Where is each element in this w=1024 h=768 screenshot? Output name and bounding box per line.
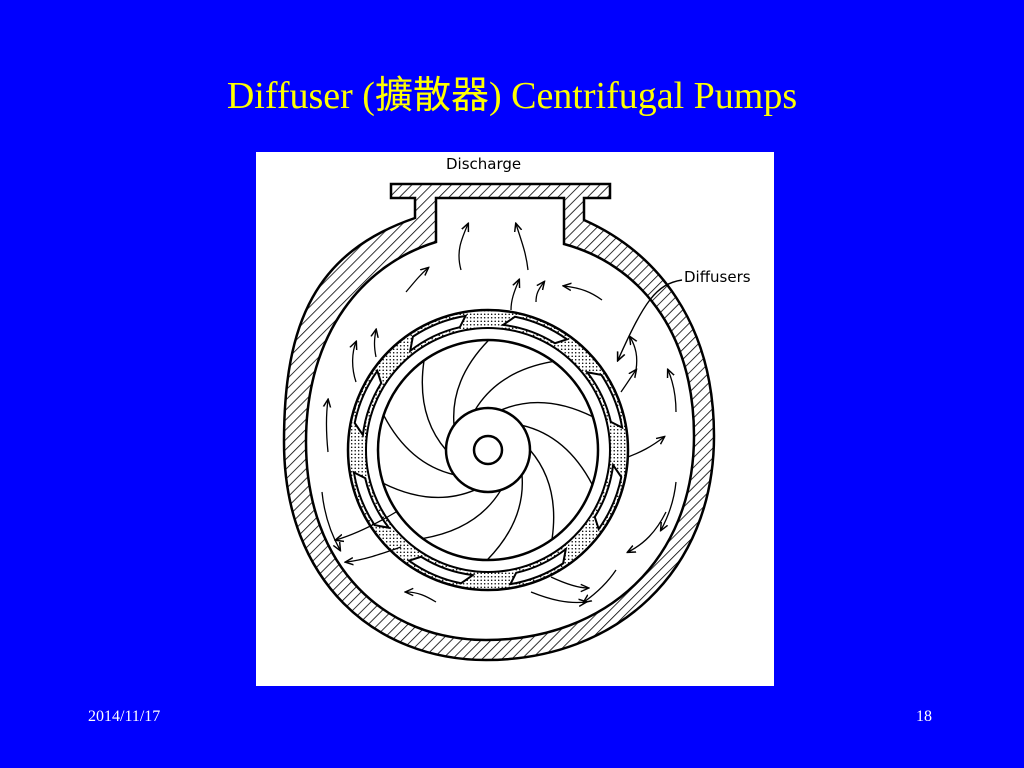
flow-arrow [564, 286, 603, 301]
diffuser-slot [408, 314, 468, 354]
diffusers-label: Diffusers [684, 268, 751, 286]
impeller-blade [421, 360, 447, 451]
flow-arrow [627, 437, 664, 458]
discharge-label: Discharge [446, 155, 521, 173]
diffuser-slot [593, 462, 623, 532]
flow-arrow [550, 576, 588, 588]
diffuser-slot [508, 546, 568, 586]
impeller-blade [474, 360, 554, 411]
page-number: 18 [916, 708, 932, 725]
impeller-blade [521, 424, 593, 486]
flow-arrow [530, 591, 586, 603]
diffuser-slot [584, 370, 624, 430]
diffuser-slot [500, 315, 570, 345]
flow-arrow [405, 268, 428, 293]
impeller-blade [500, 401, 594, 418]
impeller-blade [383, 414, 455, 476]
diffusers-leader-line [618, 279, 683, 360]
diffuser-slot [352, 470, 392, 530]
flow-arrow [406, 592, 437, 603]
flow-arrow [535, 282, 544, 303]
flow-arrow [353, 342, 356, 383]
footer-date: 2014/11/17 [88, 708, 161, 725]
slide-title: Diffuser (擴散器) Centrifugal Pumps [226, 75, 798, 117]
diagram-panel: Discharge Diffusers [256, 152, 774, 686]
diffuser-slot [406, 555, 476, 585]
impeller-blades [382, 339, 594, 561]
diffuser-slot [353, 368, 383, 438]
flow-arrow [336, 511, 397, 540]
flow-arrow [321, 491, 340, 550]
flow-arrow [630, 337, 638, 371]
impeller-blade [422, 489, 502, 540]
pump-diagram: Discharge Diffusers [282, 155, 751, 662]
flow-arrow [661, 481, 677, 530]
flow-arrows [321, 224, 677, 603]
impeller-blade [486, 474, 524, 561]
impeller-blade [382, 482, 476, 499]
impeller-blade [529, 449, 555, 540]
flow-arrow [327, 400, 329, 453]
flow-arrow [375, 330, 377, 358]
flow-arrow [510, 280, 519, 311]
flow-arrow [620, 370, 636, 393]
pump-casing [282, 182, 716, 662]
impeller-blade [452, 339, 490, 426]
flow-arrow [516, 224, 529, 271]
flow-arrow [628, 511, 667, 552]
flow-arrow [346, 546, 402, 562]
impeller-shaft [472, 434, 504, 466]
flow-arrow [584, 569, 617, 602]
flow-arrow [668, 370, 677, 413]
diffuser-vanes [352, 314, 624, 586]
flow-arrow [458, 224, 468, 271]
